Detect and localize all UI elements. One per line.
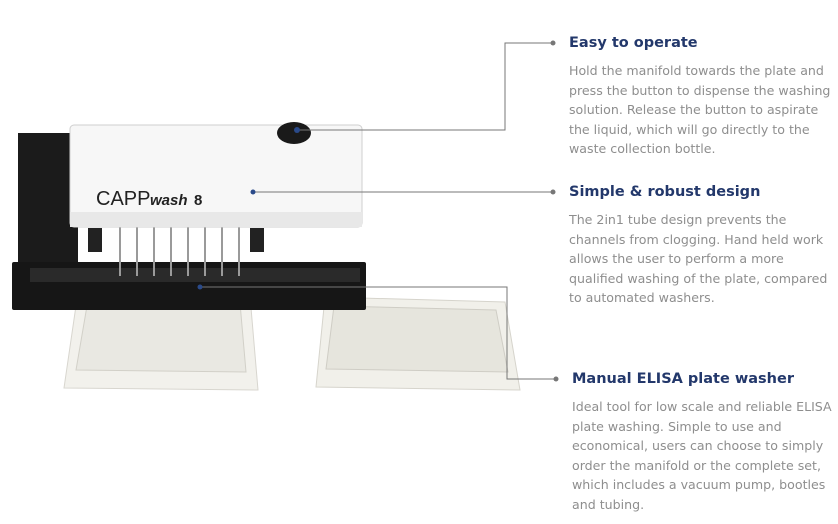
feature-description: Hold the manifold towards the plate and … xyxy=(569,63,831,157)
callout-dots xyxy=(197,40,559,382)
connector-left xyxy=(88,228,102,252)
feature-description: Ideal tool for low scale and reliable EL… xyxy=(572,399,832,512)
manifold-pins xyxy=(119,225,240,276)
microplate-left xyxy=(63,291,259,391)
microplate-right xyxy=(315,296,521,391)
dispense-button xyxy=(277,122,311,144)
svg-text:8: 8 xyxy=(194,192,202,209)
feature-title: Easy to operate xyxy=(569,35,698,51)
logo: CAPP xyxy=(96,188,150,210)
feature-easy-to-operate: Easy to operate Hold the manifold toward… xyxy=(569,33,838,159)
feature-simple-robust-design: Simple & robust design The 2in1 tube des… xyxy=(569,182,838,308)
callout-lines xyxy=(200,42,556,380)
feature-title: Manual ELISA plate washer xyxy=(572,371,794,387)
feature-title: Simple & robust design xyxy=(569,184,761,200)
feature-manual-elisa-plate-washer: Manual ELISA plate washer Ideal tool for… xyxy=(572,369,838,515)
stand xyxy=(12,133,366,310)
svg-text:wash: wash xyxy=(150,192,188,209)
feature-description: The 2in1 tube design prevents the channe… xyxy=(569,212,828,306)
connector-right xyxy=(250,228,264,252)
manifold-body: CAPP wash 8 xyxy=(69,122,363,228)
